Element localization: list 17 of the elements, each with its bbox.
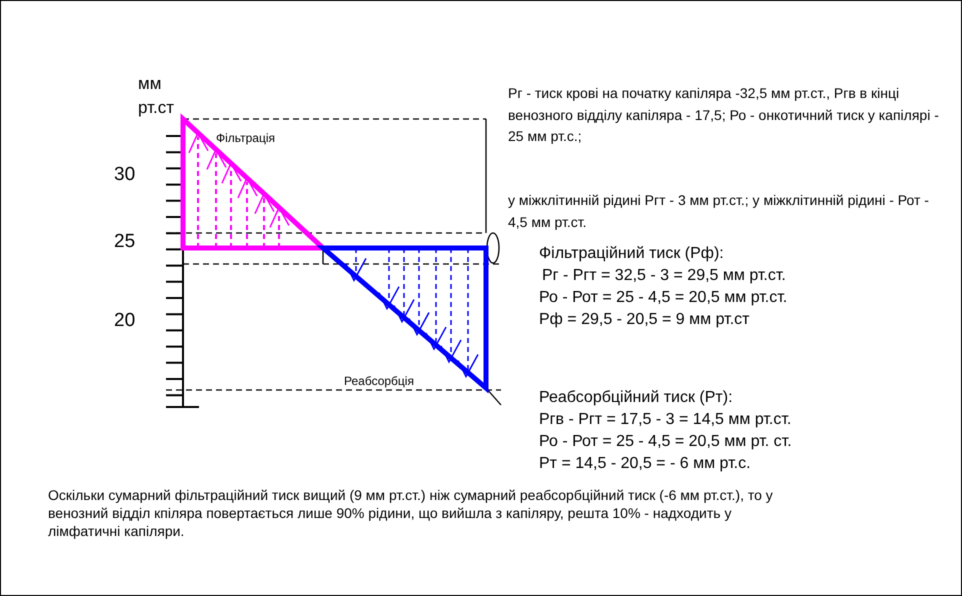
conclusion-text: Оскільки сумарний фільтраційний тиск вищий (9 мм рт.ст.) ніж сумарний реабсорбційний тиск (-6 мм рт.ст.), то у венозний відділ кпіляра повертається лише 90% рідини, що вийшла з капіляру, решта 10% - надходить у лімфатичні капіляри.	[48, 486, 774, 540]
section-heading: Фільтраційний тиск (Рф):	[539, 244, 724, 264]
definitions-text: у міжклітинній рідині Ргт - 3 мм рт.ст.; у міжклітинній рідині - Рот - 4,5 мм рт.ст.	[508, 191, 930, 232]
section-heading: Реабсорбційний тиск (Рт):	[539, 388, 733, 408]
axis-tick-label: 20	[114, 310, 136, 332]
equation-text: Рг - Ргт = 32,5 - 3 = 29,5 мм рт.ст.	[542, 266, 786, 286]
equation-text: Рф = 29,5 - 20,5 = 9 мм рт.ст	[539, 310, 750, 330]
region-label: Реабсорбція	[344, 374, 414, 389]
equation-text: Ро - Рот = 25 - 4,5 = 20,5 мм рт. ст.	[539, 432, 792, 452]
equation-text: Ро - Рот = 25 - 4,5 = 20,5 мм рт.ст.	[539, 288, 788, 308]
axis-tick-label: 30	[114, 164, 136, 186]
equation-text: Рт = 14,5 - 20,5 = - 6 мм рт.с.	[539, 454, 751, 474]
axis-unit-label: мм рт.ст	[138, 73, 175, 119]
equation-text: Ргв - Ргт = 17,5 - 3 = 14,5 мм рт.ст.	[539, 410, 792, 430]
axis-tick-label: 25	[114, 231, 136, 253]
definitions-text: Рг - тиск крові на початку капіляра -32,5 мм рт.ст., Ргв в кінці венозного відділу капіляра - 17,5; Ро - онкотичний тиск у капілярі - 25 мм рт.с.;	[508, 84, 940, 146]
region-label: Фільтрація	[216, 131, 275, 146]
